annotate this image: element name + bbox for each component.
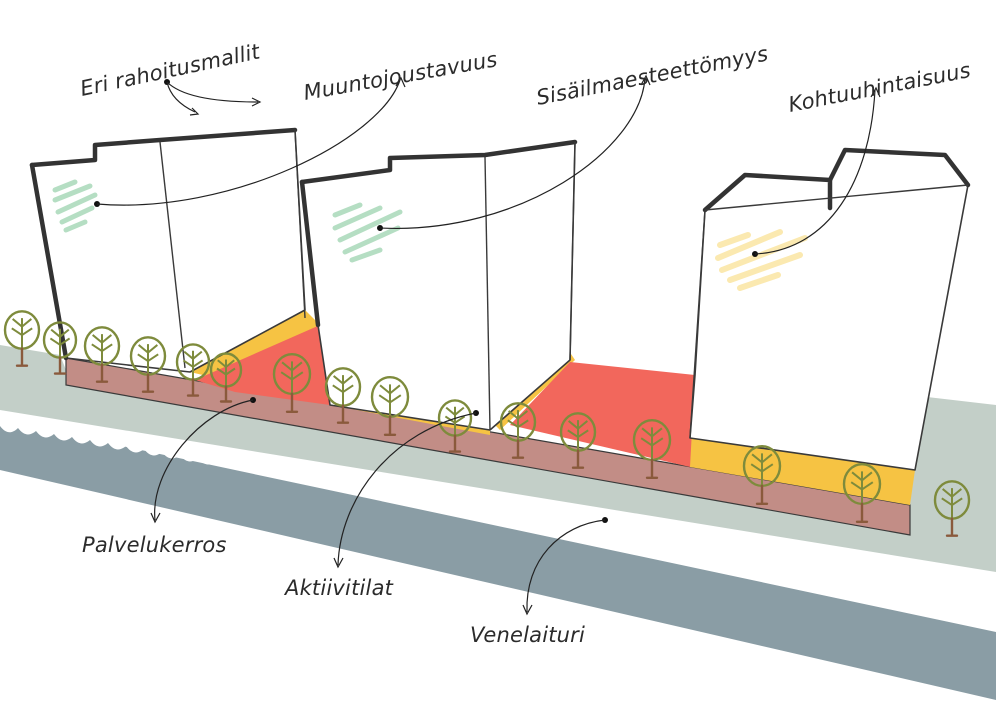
tree-icon xyxy=(632,419,672,479)
ground-strip xyxy=(0,345,996,580)
water xyxy=(0,420,996,700)
tree-icon xyxy=(209,352,243,403)
tree-icon xyxy=(742,445,782,505)
label-kohtuuhintaisuus: Kohtuuhintaisuus xyxy=(786,58,972,117)
leader-lines xyxy=(94,74,881,616)
tree-icon xyxy=(83,326,121,383)
tree-icon xyxy=(933,480,971,537)
label-sisailmaesteettomyys: Sisäilmaesteettömyys xyxy=(534,41,770,109)
tree-icon xyxy=(3,310,41,367)
tree-icon xyxy=(370,376,410,436)
scribble-mark-green-2 xyxy=(332,202,403,263)
scribble-mark-yellow xyxy=(715,229,808,291)
tree-icon xyxy=(324,367,362,424)
building-1 xyxy=(29,127,306,373)
service-floor-plinth xyxy=(65,357,911,536)
tree-icon xyxy=(42,321,78,375)
tree-icon xyxy=(437,399,473,453)
label-venelaituri: Venelaituri xyxy=(470,623,585,647)
label-aktiivitilat: Aktiivitilat xyxy=(283,576,394,600)
red-zone-1 xyxy=(195,325,330,405)
label-muuntojoustavuus: Muuntojoustavuus xyxy=(302,47,500,105)
tree-row xyxy=(3,310,971,537)
red-zone-2 xyxy=(510,362,695,467)
label-palvelukerros: Palvelukerros xyxy=(82,533,227,557)
tree-icon xyxy=(842,463,882,523)
wave-row xyxy=(0,418,996,594)
tree-icon xyxy=(559,412,597,469)
tree-icon xyxy=(272,353,312,413)
tree-icon xyxy=(129,336,167,393)
tree-icon xyxy=(175,343,211,397)
scribble-mark-green-1 xyxy=(52,179,98,233)
tree-icon xyxy=(499,402,537,459)
building-3 xyxy=(689,147,971,471)
